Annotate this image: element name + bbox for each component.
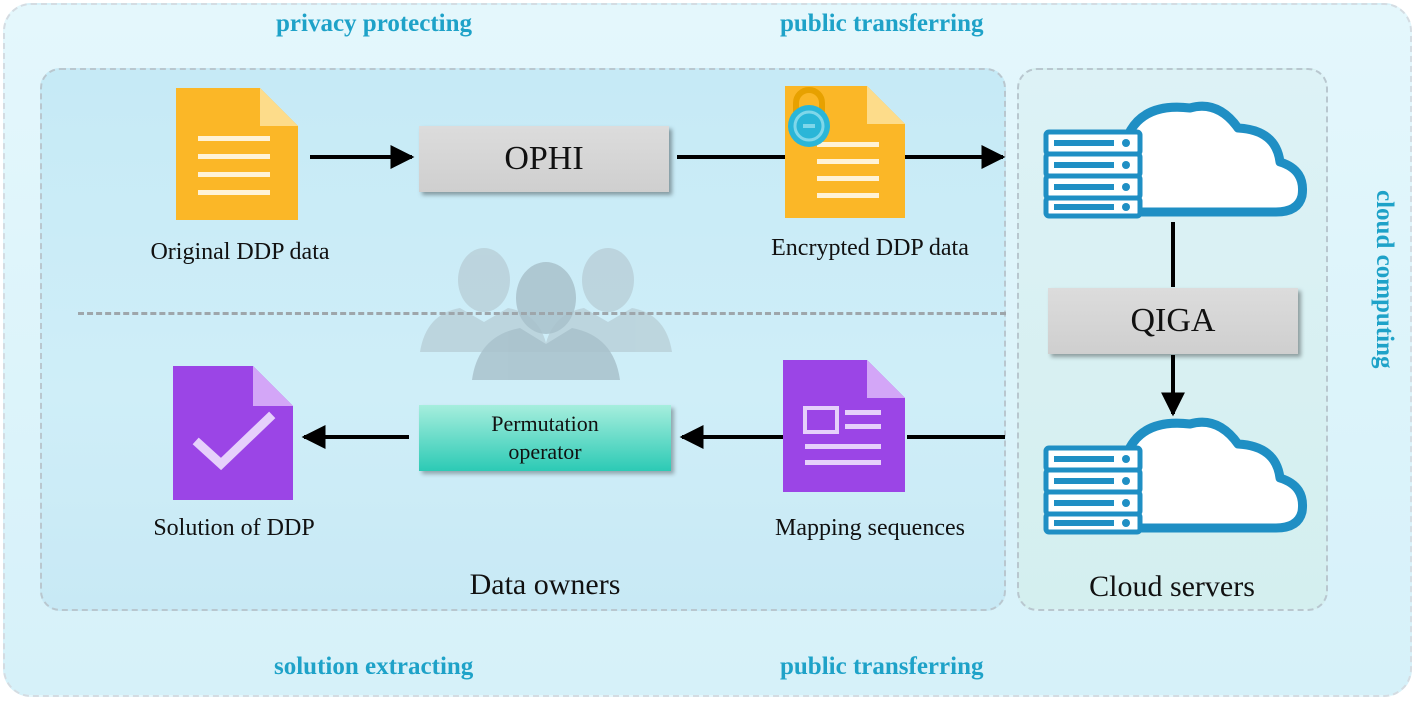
- cloud-server-icon-bottom: [1040, 414, 1310, 538]
- solution-of-ddp-label: Solution of DDP: [153, 515, 315, 541]
- permutation-line-1: Permutation: [491, 411, 599, 436]
- phase-public-transferring-top: public transferring: [780, 10, 984, 37]
- ophi-box: OPHI: [419, 126, 669, 192]
- phase-cloud-computing: cloud computing: [1371, 190, 1398, 369]
- phase-public-transferring-bottom: public transferring: [780, 653, 984, 680]
- phase-solution-extracting: solution extracting: [274, 653, 474, 680]
- users-group-icon: [416, 240, 676, 380]
- lock-icon: [784, 86, 834, 148]
- permutation-operator-box: Permutation operator: [419, 405, 671, 471]
- mapping-sequences-label: Mapping sequences: [775, 515, 965, 541]
- phase-privacy-protecting: privacy protecting: [276, 10, 473, 37]
- mapping-document-icon: [783, 360, 907, 494]
- original-document-icon: [176, 88, 300, 222]
- encrypted-ddp-data-label: Encrypted DDP data: [771, 235, 969, 261]
- cloud-server-icon-top: [1040, 98, 1310, 222]
- original-ddp-data-label: Original DDP data: [150, 239, 330, 265]
- section-divider: [78, 312, 1006, 315]
- permutation-line-2: operator: [508, 439, 582, 464]
- qiga-box: QIGA: [1048, 288, 1298, 354]
- solution-document-icon: [173, 366, 297, 500]
- cloud-servers-label: Cloud servers: [1089, 570, 1255, 603]
- data-owners-label: Data owners: [469, 568, 621, 601]
